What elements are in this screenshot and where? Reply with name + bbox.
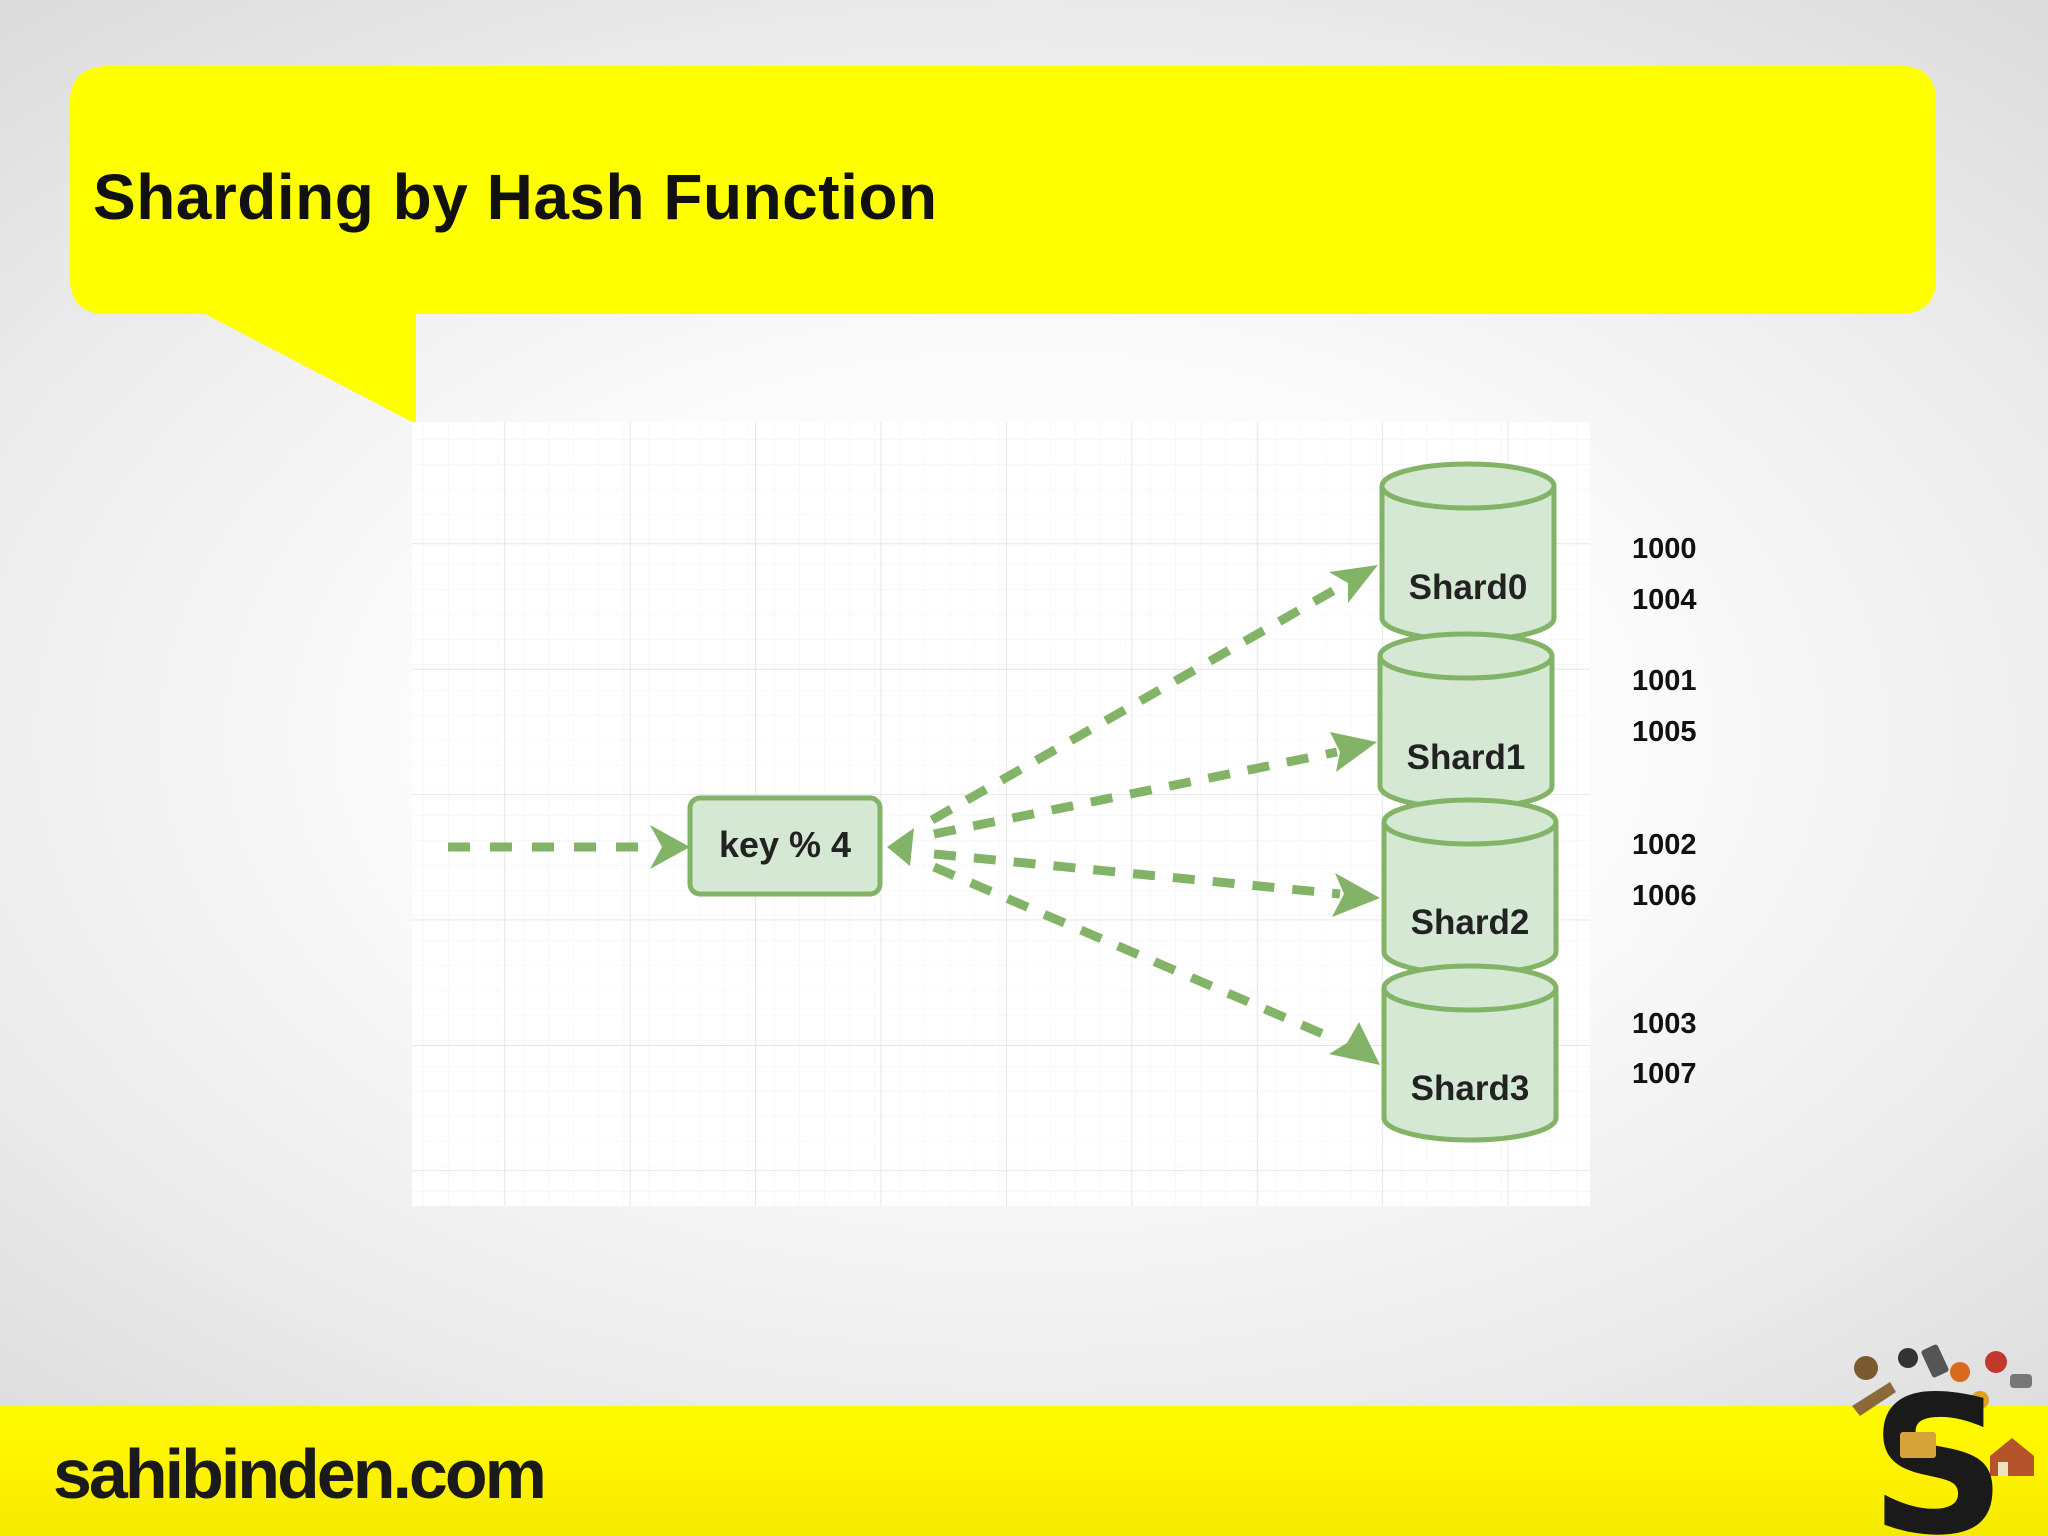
arrow-to-shard1 xyxy=(933,732,1377,839)
arrow-to-shard3 xyxy=(932,862,1380,1065)
input-arrow xyxy=(448,825,690,869)
shard-1-key-1: 1001 xyxy=(1632,665,1697,697)
shard-3-label: Shard3 xyxy=(1411,1069,1530,1108)
shard-0-cylinder: Shard0 xyxy=(1379,461,1557,643)
brand-wordmark: sahibinden.com xyxy=(53,1435,547,1513)
shard-0-key-2: 1004 xyxy=(1632,584,1697,616)
shard-0-label: Shard0 xyxy=(1409,568,1528,607)
arrow-to-shard0 xyxy=(929,565,1378,824)
arrow-to-shard2 xyxy=(933,849,1380,917)
shard-2-key-2: 1006 xyxy=(1632,880,1697,912)
shard-2-key-1: 1002 xyxy=(1632,829,1697,861)
shard-1-label: Shard1 xyxy=(1407,738,1526,777)
shard-2-label: Shard2 xyxy=(1411,903,1530,942)
slide-title: Sharding by Hash Function xyxy=(93,161,938,233)
title-callout xyxy=(70,66,1936,424)
shard-1-key-2: 1005 xyxy=(1632,716,1697,748)
footer-bar xyxy=(0,1406,2048,1536)
hash-node-output-tip xyxy=(887,828,914,866)
shard-3-key-2: 1007 xyxy=(1632,1058,1697,1090)
sharding-diagram: key % 4 Shard0 Shard1 Shard2 Shard3 xyxy=(412,422,1590,1206)
svg-text:S: S xyxy=(1870,1356,2007,1536)
shard-3-key-1: 1003 xyxy=(1632,1008,1697,1040)
shard-0-key-1: 1000 xyxy=(1632,533,1697,565)
title-callout-shape xyxy=(70,66,1936,424)
sahibinden-s-logo-icon: S xyxy=(1852,1344,2034,1536)
hash-node: key % 4 xyxy=(687,795,883,897)
shard-3-cylinder: Shard3 xyxy=(1381,963,1559,1143)
hash-node-label: key % 4 xyxy=(719,824,851,865)
shard-2-cylinder: Shard2 xyxy=(1381,797,1559,977)
shard-1-cylinder: Shard1 xyxy=(1377,631,1555,811)
